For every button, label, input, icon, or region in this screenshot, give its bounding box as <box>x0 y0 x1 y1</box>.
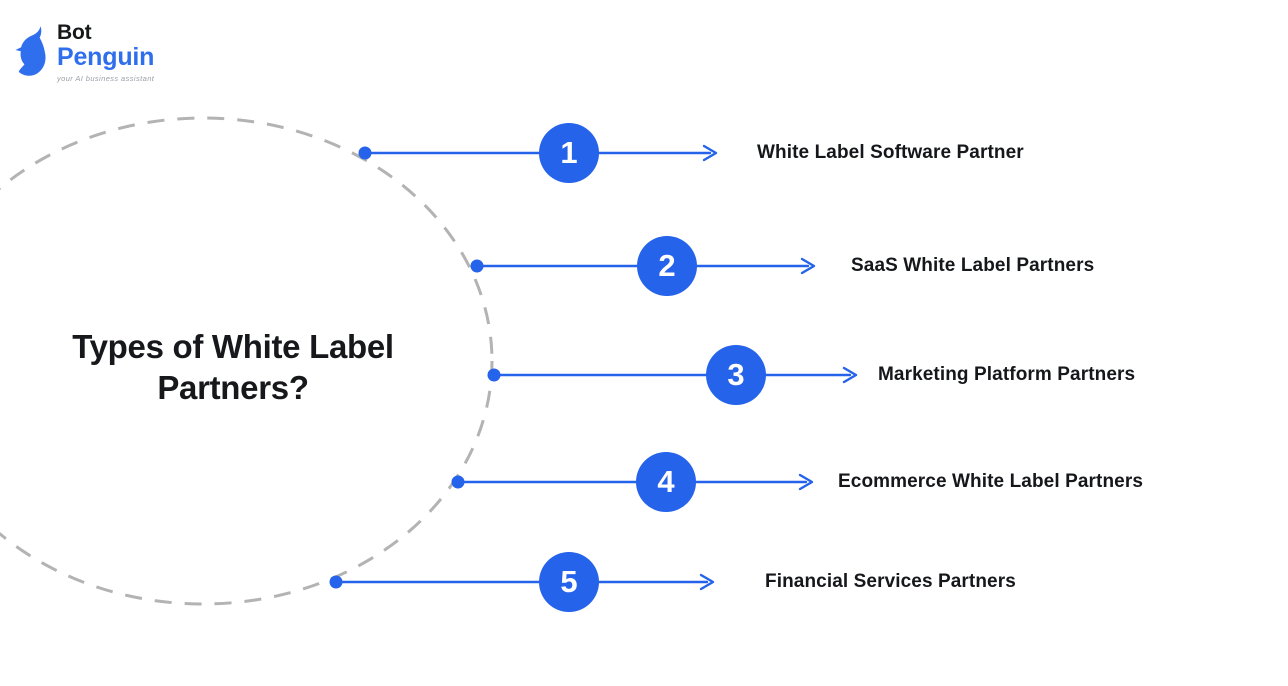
page-title: Types of White Label Partners? <box>28 326 438 409</box>
logo-text: Bot Penguin your AI business assistant <box>57 22 154 83</box>
step-badge-1: 1 <box>539 123 599 183</box>
connector-3 <box>487 366 858 384</box>
item-label-2: SaaS White Label Partners <box>851 255 1095 276</box>
botpenguin-logo: Bot Penguin your AI business assistant <box>14 22 154 83</box>
connector-dot-1 <box>358 146 372 160</box>
arrowhead-icon-4 <box>798 473 814 491</box>
connector-dot-3 <box>487 368 501 382</box>
item-label-4: Ecommerce White Label Partners <box>838 471 1143 492</box>
logo-tagline: your AI business assistant <box>57 74 155 83</box>
page-title-line1: Types of White Label <box>72 328 394 365</box>
connector-4 <box>451 473 814 491</box>
connector-dot-2 <box>470 259 484 273</box>
logo-text-bot: Bot <box>57 21 92 44</box>
step-badge-2: 2 <box>637 236 697 296</box>
item-label-1: White Label Software Partner <box>757 142 1024 163</box>
step-badge-4: 4 <box>636 452 696 512</box>
connector-dot-4 <box>451 475 465 489</box>
arrowhead-icon-1 <box>702 144 718 162</box>
step-badge-5: 5 <box>539 552 599 612</box>
logo-text-penguin: Penguin <box>57 43 155 71</box>
page-title-line2: Partners? <box>157 369 309 407</box>
arrowhead-icon-2 <box>800 257 816 275</box>
item-label-5: Financial Services Partners <box>765 571 1016 592</box>
step-badge-3: 3 <box>706 345 766 405</box>
connector-5 <box>329 573 715 591</box>
penguin-icon <box>15 26 46 76</box>
dashed-circle <box>0 116 494 606</box>
arrowhead-icon-3 <box>842 366 858 384</box>
item-label-3: Marketing Platform Partners <box>878 364 1136 385</box>
connector-dot-5 <box>329 575 343 589</box>
arrowhead-icon-5 <box>699 573 715 591</box>
connector-1 <box>358 144 718 162</box>
